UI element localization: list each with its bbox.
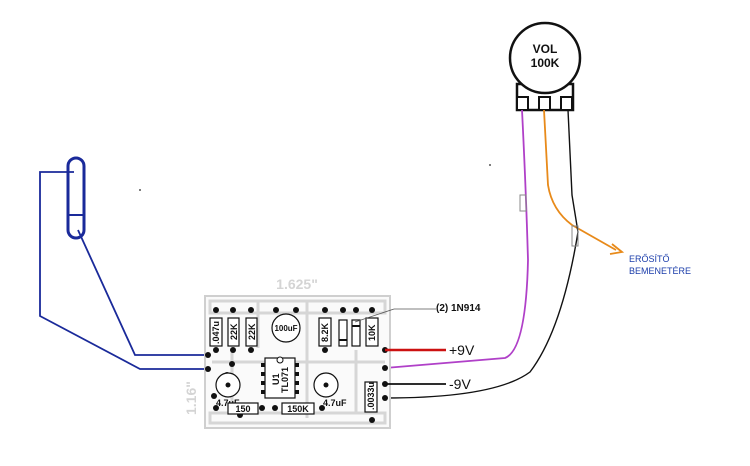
ic-label: U1 [271, 373, 281, 385]
capacitor-100uf [271, 313, 301, 343]
label-0033u: .0033u [366, 382, 376, 410]
resistor-22k-b [245, 317, 258, 347]
diode-1 [338, 319, 348, 347]
wire-sleeve-icon [519, 194, 527, 212]
pot-label-value: 100K [531, 56, 560, 70]
input-signal-wire [77, 229, 205, 356]
resistor-150k [281, 402, 315, 415]
pot-ground-wire [384, 109, 579, 399]
minus-9v-label: -9V [449, 376, 471, 392]
label-047u: .047u [211, 321, 221, 344]
label-8-2k: 8.2K [320, 322, 330, 342]
label-10k: 10K [367, 324, 377, 341]
ic-part-label: TL071 [280, 367, 290, 393]
label-22k-a: 22K [229, 323, 239, 340]
input-ground-wire [39, 171, 205, 370]
capacitor-047u [209, 317, 223, 347]
pot-lug-middle [538, 96, 551, 111]
input-wiring [39, 171, 205, 370]
output-arrow-icon [609, 243, 625, 255]
pot-label-vol: VOL [533, 42, 558, 56]
wire-sleeve-icon [571, 225, 579, 247]
label-4-7uf-right: 4.7uF [323, 398, 347, 408]
capacitor-0033u [364, 381, 378, 413]
pot-output-wire [543, 109, 617, 251]
volume-pot: VOL 100K [508, 21, 582, 112]
circuit-board: 1.625" 1.16" .047u 22K 22K [183, 276, 481, 429]
label-150: 150 [235, 404, 250, 414]
label-150k: 150K [287, 404, 309, 414]
resistor-10k [365, 317, 379, 347]
board-width-label: 1.625" [276, 276, 318, 292]
resistor-22k-a [227, 317, 240, 347]
pot-lug-left [516, 96, 529, 111]
component-pads [205, 307, 388, 423]
pot-input-wire [384, 109, 529, 369]
pot-body [508, 21, 582, 95]
output-label-line1: ERŐSÍTŐ [629, 254, 670, 264]
pot-lug-right [560, 96, 573, 111]
label-100uf: 100uF [274, 324, 297, 333]
input-jack-body [66, 156, 86, 240]
output-label-line2: BEMENETÉRE [629, 266, 691, 276]
diode-label: (2) 1N914 [436, 303, 481, 314]
label-22k-b: 22K [247, 323, 257, 340]
input-jack [66, 156, 86, 240]
board-height-label: 1.16" [183, 381, 199, 415]
plus-9v-label: +9V [449, 342, 475, 358]
diode-2 [351, 319, 361, 347]
resistor-8-2k [318, 317, 332, 347]
resistor-150 [227, 402, 259, 415]
